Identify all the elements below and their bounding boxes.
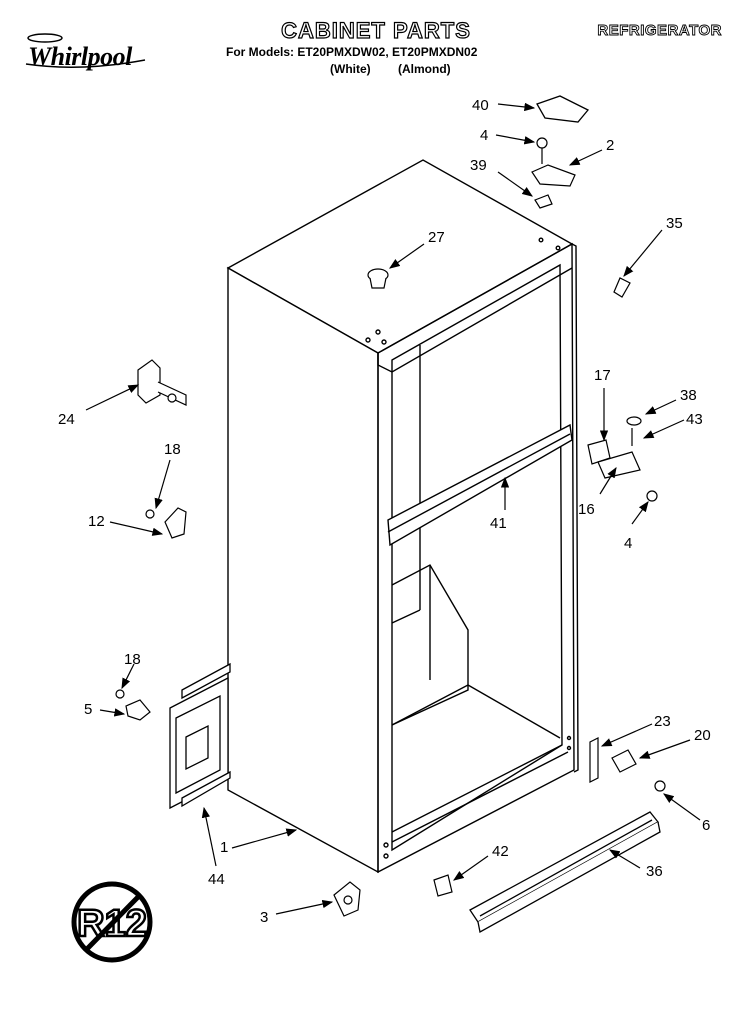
- callout-43: 43: [686, 411, 703, 428]
- variant-almond: (Almond): [398, 62, 451, 76]
- hinge-cover-part: [536, 95, 590, 123]
- callout-42: 42: [492, 843, 509, 860]
- clip-part: [433, 874, 453, 897]
- top-hinge-part: [531, 137, 576, 209]
- appliance-category: REFRIGERATOR: [597, 22, 722, 40]
- callout-23: 23: [654, 713, 671, 730]
- callout-41: 41: [490, 515, 507, 532]
- callout-labels: 40 4 2 39 27 35 24 18 12 17 38 43 16 4 4…: [58, 97, 711, 926]
- bracket-part-left: [145, 507, 187, 539]
- callout-18-upper: 18: [164, 441, 181, 458]
- page-title: CABINET PARTS: [280, 17, 471, 43]
- base-grille-part: [469, 811, 661, 934]
- hinge-pin-part: [613, 277, 631, 298]
- callout-1: 1: [220, 839, 228, 856]
- leveling-leg-part: [333, 881, 361, 917]
- lower-hinge-part: [589, 737, 666, 792]
- callout-12: 12: [88, 513, 105, 530]
- bracket-part-lower-left: [115, 689, 151, 721]
- callout-38: 38: [680, 387, 697, 404]
- callout-3: 3: [260, 909, 268, 926]
- no-r12-badge: R12: [71, 881, 153, 963]
- callout-20: 20: [694, 727, 711, 744]
- variant-white: (White): [330, 62, 371, 76]
- side-panel-part: [169, 662, 231, 810]
- center-hinge-part: [587, 416, 658, 502]
- callout-27: 27: [428, 229, 445, 246]
- callout-4-top: 4: [480, 127, 488, 144]
- callout-18-lower: 18: [124, 651, 141, 668]
- divider-rail: [387, 423, 573, 547]
- callout-39: 39: [470, 157, 487, 174]
- callout-4-mid: 4: [624, 535, 632, 552]
- refrigerator-cabinet: [226, 159, 579, 874]
- callout-16: 16: [578, 501, 595, 518]
- model-numbers: For Models: ET20PMXDW02, ET20PMXDN02: [226, 45, 478, 59]
- callout-2: 2: [606, 137, 614, 154]
- whirlpool-logo-swoosh: [25, 33, 146, 68]
- plug-part: [367, 268, 389, 289]
- door-stop-part: [137, 359, 187, 406]
- callout-17: 17: [594, 367, 611, 384]
- callout-40: 40: [472, 97, 489, 114]
- callout-24: 24: [58, 411, 75, 428]
- callout-44: 44: [208, 871, 225, 888]
- callout-36: 36: [646, 863, 663, 880]
- leader-lines: [85, 102, 701, 915]
- callout-5: 5: [84, 701, 92, 718]
- callout-35: 35: [666, 215, 683, 232]
- callout-6: 6: [702, 817, 710, 834]
